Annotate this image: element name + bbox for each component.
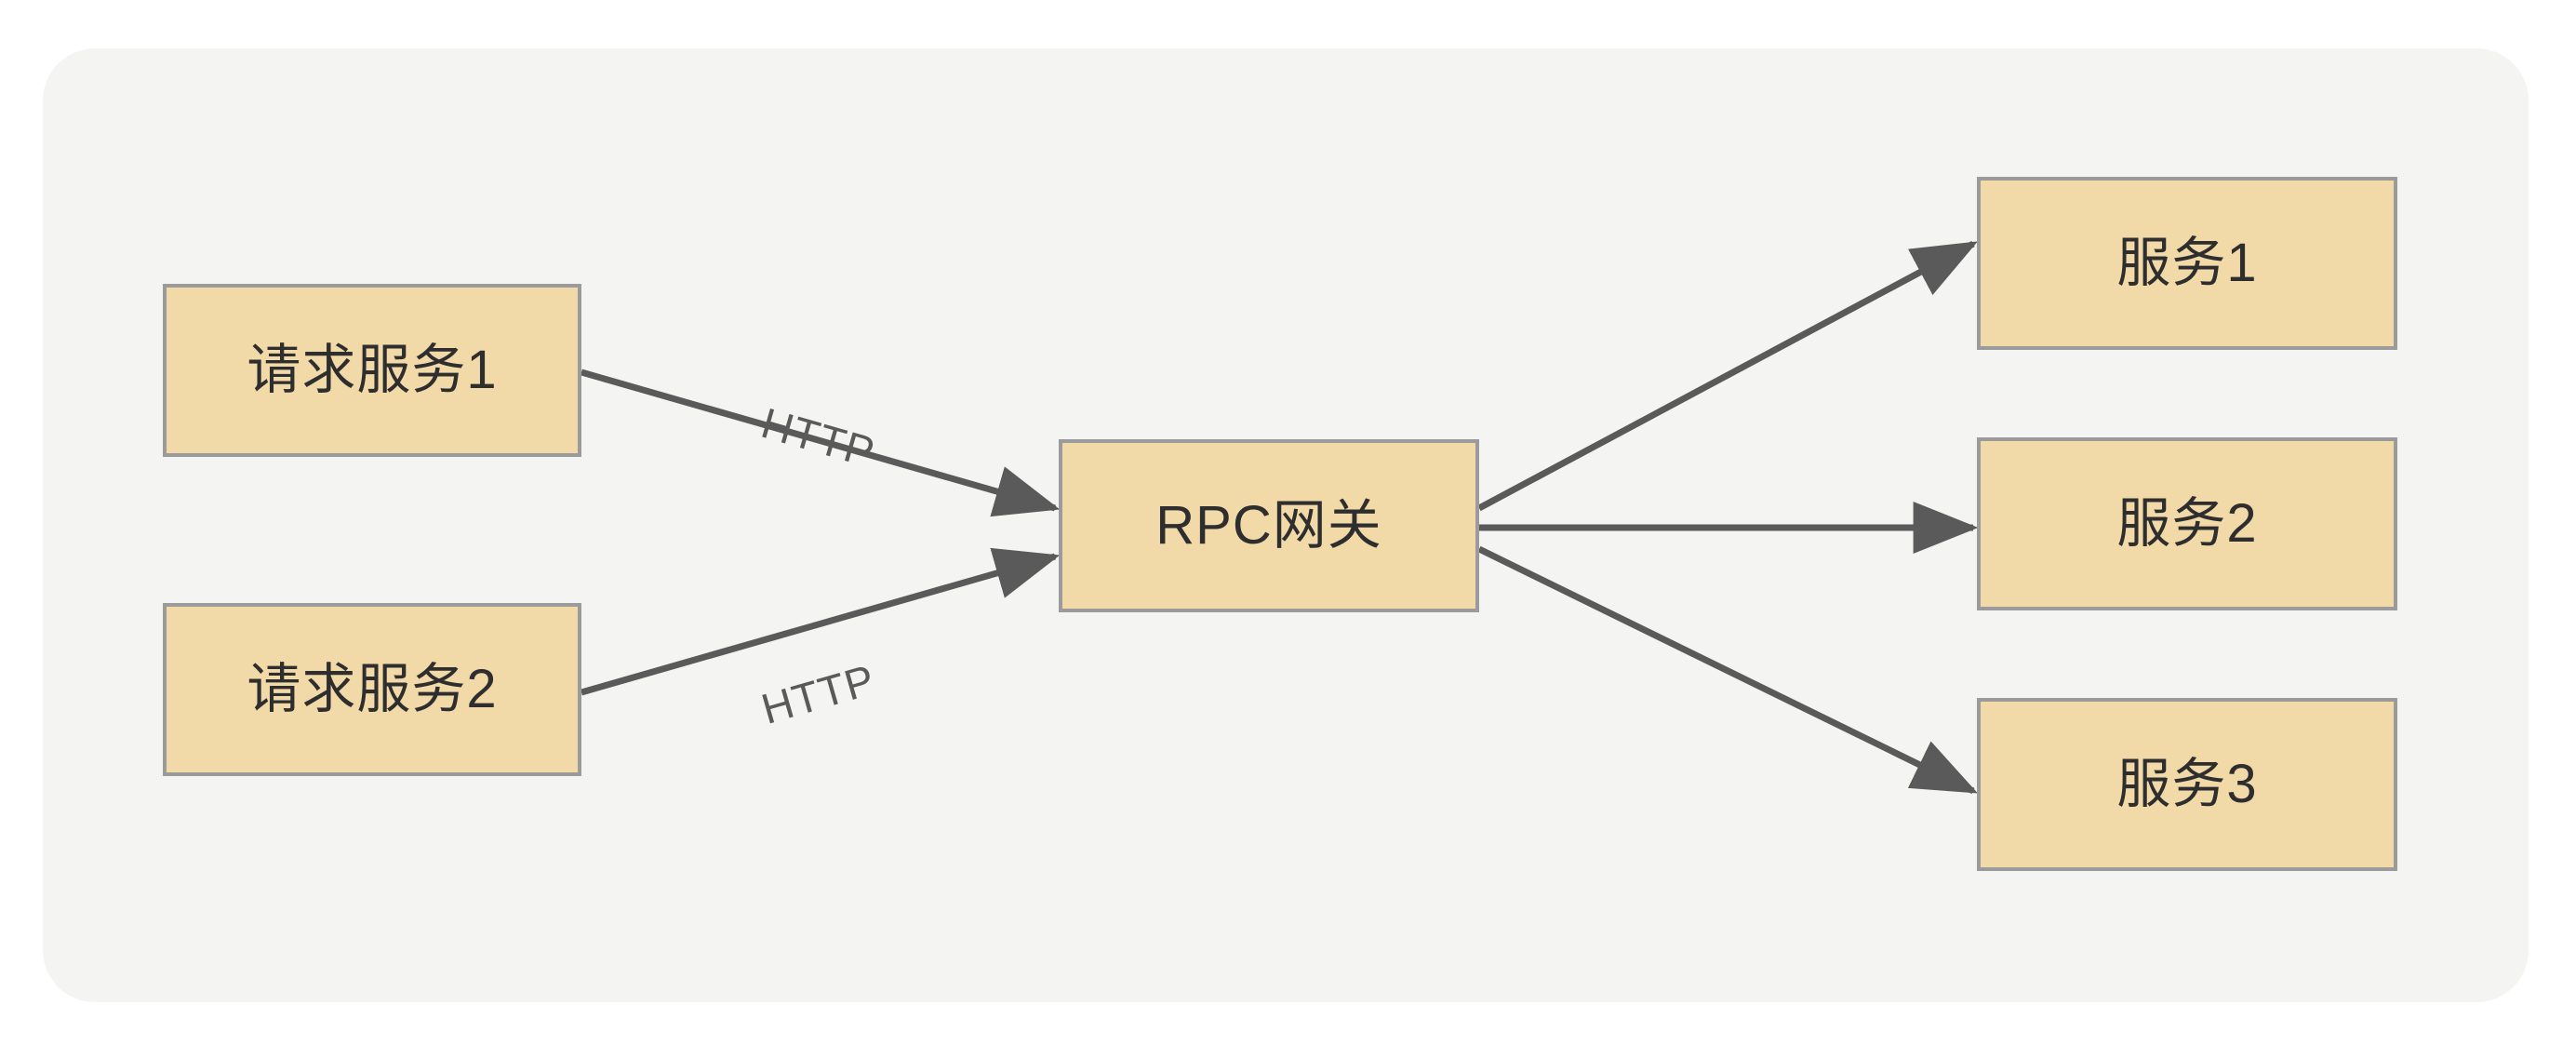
node-label-gateway: RPC网关: [1155, 495, 1382, 556]
node-client1[interactable]: 请求服务1: [163, 284, 581, 457]
node-label-service2: 服务2: [2116, 493, 2258, 554]
node-label-service1: 服务1: [2116, 233, 2258, 293]
node-gateway[interactable]: RPC网关: [1059, 439, 1479, 612]
node-label-client1: 请求服务1: [247, 340, 498, 400]
node-service2[interactable]: 服务2: [1977, 437, 2397, 610]
node-label-client2: 请求服务2: [247, 659, 498, 719]
node-label-service3: 服务3: [2116, 754, 2258, 814]
node-service1[interactable]: 服务1: [1977, 177, 2397, 350]
node-service3[interactable]: 服务3: [1977, 698, 2397, 871]
node-client2[interactable]: 请求服务2: [163, 603, 581, 776]
